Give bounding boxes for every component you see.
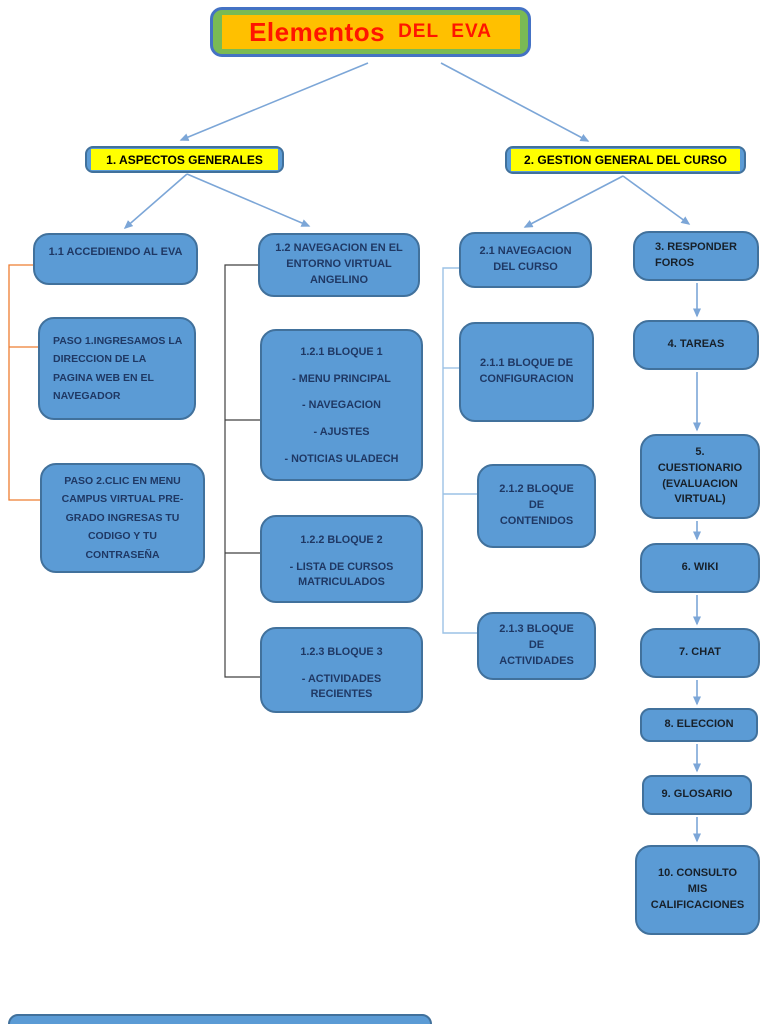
branch-gestion-curso: 2. GESTION GENERAL DEL CURSO bbox=[505, 146, 746, 174]
node-4-tareas: 4. TAREAS bbox=[633, 320, 759, 370]
diagram-title-main: Elementos bbox=[249, 16, 386, 47]
branch-aspectos-generales-label: 1. ASPECTOS GENERALES bbox=[91, 149, 278, 170]
node-1-2-2-bloque-2: 1.2.2 BLOQUE 2 - LISTA DE CURSOS MATRICU… bbox=[260, 515, 423, 603]
node-1-2-2-item: - LISTA DE CURSOS MATRICULADOS bbox=[289, 560, 394, 589]
node-1-2-1-bloque-1: 1.2.1 BLOQUE 1 - MENU PRINCIPAL - NAVEGA… bbox=[260, 329, 423, 481]
node-9-glosario: 9. GLOSARIO bbox=[642, 775, 752, 815]
node-1-2-3-title: 1.2.3 BLOQUE 3 bbox=[300, 646, 383, 658]
connector-title-to-gestion bbox=[440, 62, 590, 142]
node-1-2-1-title: 1.2.1 BLOQUE 1 bbox=[300, 346, 383, 358]
diagram-title: Elementos DEL EVA bbox=[221, 15, 520, 49]
node-2-1-1-bloque-configuracion: 2.1.1 BLOQUE DE CONFIGURACION bbox=[459, 322, 594, 422]
node-6-wiki: 6. WIKI bbox=[640, 543, 760, 593]
branch-aspectos-generales: 1. ASPECTOS GENERALES bbox=[85, 146, 284, 173]
node-1-2-1-item: - MENU PRINCIPAL bbox=[292, 372, 391, 385]
node-1-2-navegacion-entorno: 1.2 NAVEGACION EN EL ENTORNO VIRTUAL ANG… bbox=[258, 233, 420, 297]
node-paso-2: PASO 2.CLIC EN MENU CAMPUS VIRTUAL PRE- … bbox=[40, 463, 205, 573]
bottom-partial-box bbox=[8, 1014, 432, 1024]
node-3-responder-foros: 3. RESPONDER FOROS bbox=[633, 231, 759, 281]
node-1-2-3-bloque-3: 1.2.3 BLOQUE 3 - ACTIVIDADES RECIENTES bbox=[260, 627, 423, 713]
node-8-eleccion: 8. ELECCION bbox=[640, 708, 758, 742]
diagram-title-frame: Elementos DEL EVA bbox=[210, 7, 531, 57]
node-1-2-1-item: - AJUSTES bbox=[313, 425, 370, 438]
connector-general-to-1-1 bbox=[123, 173, 188, 229]
diagram-title-suffix: DEL EVA bbox=[398, 21, 492, 42]
connector-gestion-to-3 bbox=[622, 175, 691, 225]
node-2-1-2-bloque-contenidos: 2.1.2 BLOQUE DE CONTENIDOS bbox=[477, 464, 596, 548]
connector-bracket-orange bbox=[8, 264, 40, 501]
connector-bracket-black bbox=[224, 264, 260, 678]
branch-gestion-curso-label: 2. GESTION GENERAL DEL CURSO bbox=[511, 149, 740, 171]
connector-title-to-general bbox=[179, 62, 369, 141]
connector-bracket-blue bbox=[442, 267, 477, 634]
connector-gestion-to-2-1 bbox=[523, 175, 624, 228]
node-1-1-accediendo: 1.1 ACCEDIENDO AL EVA bbox=[33, 233, 198, 285]
node-1-2-3-item: - ACTIVIDADES RECIENTES bbox=[301, 672, 382, 701]
node-5-cuestionario: 5. CUESTIONARIO (EVALUACION VIRTUAL) bbox=[640, 434, 760, 519]
node-10-consulto-calificaciones: 10. CONSULTO MIS CALIFICACIONES bbox=[635, 845, 760, 935]
node-2-1-3-bloque-actividades: 2.1.3 BLOQUE DE ACTIVIDADES bbox=[477, 612, 596, 680]
node-1-2-2-title: 1.2.2 BLOQUE 2 bbox=[300, 534, 383, 546]
connector-general-to-1-2 bbox=[186, 173, 311, 227]
node-1-2-1-item: - NOTICIAS ULADECH bbox=[284, 452, 399, 465]
node-7-chat: 7. CHAT bbox=[640, 628, 760, 678]
node-paso-1: PASO 1.INGRESAMOS LA DIRECCION DE LA PAG… bbox=[38, 317, 196, 420]
node-2-1-navegacion-curso: 2.1 NAVEGACION DEL CURSO bbox=[459, 232, 592, 288]
node-1-2-1-item: - NAVEGACION bbox=[302, 399, 381, 412]
